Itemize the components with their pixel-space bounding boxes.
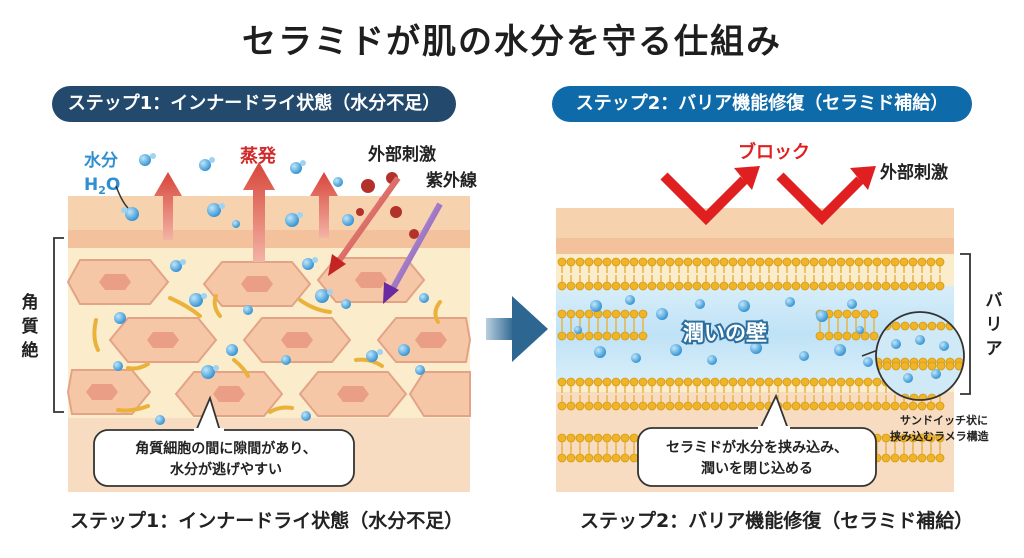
step1-label-external: 外部刺激 [368,144,436,165]
step2-wall-label: 潤いの壁 [683,321,767,345]
step2-side-label-1: バ [986,291,1003,311]
step1-caption: ステップ1：インナードライ状態（水分不足） [70,510,464,532]
step2-callout-line2: 潤いを閉じ込める [701,460,813,477]
step2-block-arrows [660,172,864,226]
step1-side-label-3: 絶 [22,340,39,361]
step2-bracket [960,253,971,395]
step2-label-block: ブロック [738,141,810,163]
step2-zoom-note-line2: 挟み込むラメラ構造 [890,429,990,443]
step1-header-pill: ステップ1：インナードライ状態（水分不足） [52,86,456,122]
step1-bracket [53,237,64,413]
step1-callout: 角質細胞の間に隙間があり、 水分が逃げやすい [93,395,355,487]
transition-arrow [486,296,548,362]
step1-label-h2o: H2O [84,175,120,197]
step1-label-uv: 紫外線 [426,170,477,191]
step1-uv-arrow [383,202,443,304]
step2-label-external: 外部刺激 [880,162,948,183]
step2-water-molecules [574,295,873,367]
step1-evaporation-arrows [154,162,338,262]
step1-water-molecules [113,153,429,425]
step1-callout-line2: 水分が逃げやすい [170,461,282,478]
step1-side-label-1: 角 [22,292,39,313]
step1-label-water: 水分 [84,150,118,171]
page-title: セラミドが肌の水分を守る仕組み [242,22,782,62]
step1-skin-diagram: 角質細胞の間に隙間があり、 水分が逃げやすい 角 質 絶 水分 H2O 蒸発 外… [22,144,477,492]
step2-skin-diagram: 潤いの壁 ブロック 外部刺激 サンドイッチ状に 挟み込むラメラ [556,141,1003,492]
step2-callout: セラミドが水分を挟み込み、 潤いを閉じ込める [637,393,877,487]
step2-callout-line1: セラミドが水分を挟み込み、 [666,439,848,456]
step2-caption: ステップ2：バリア機能修復（セラミド補給） [580,510,974,532]
step2-side-label-2: リ [986,315,1003,335]
step1-side-label-2: 質 [22,316,39,337]
step1-label-evaporation: 蒸発 [240,145,277,167]
step1-callout-line1: 角質細胞の間に隙間があり、 [135,440,316,457]
step1-external-arrow [328,176,401,276]
step2-header-pill: ステップ2：バリア機能修復（セラミド補給） [552,86,972,122]
step2-zoom-note-line1: サンドイッチ状に [900,413,988,427]
step2-skin-surface [556,208,954,240]
step2-side-label-3: ア [986,339,1003,359]
